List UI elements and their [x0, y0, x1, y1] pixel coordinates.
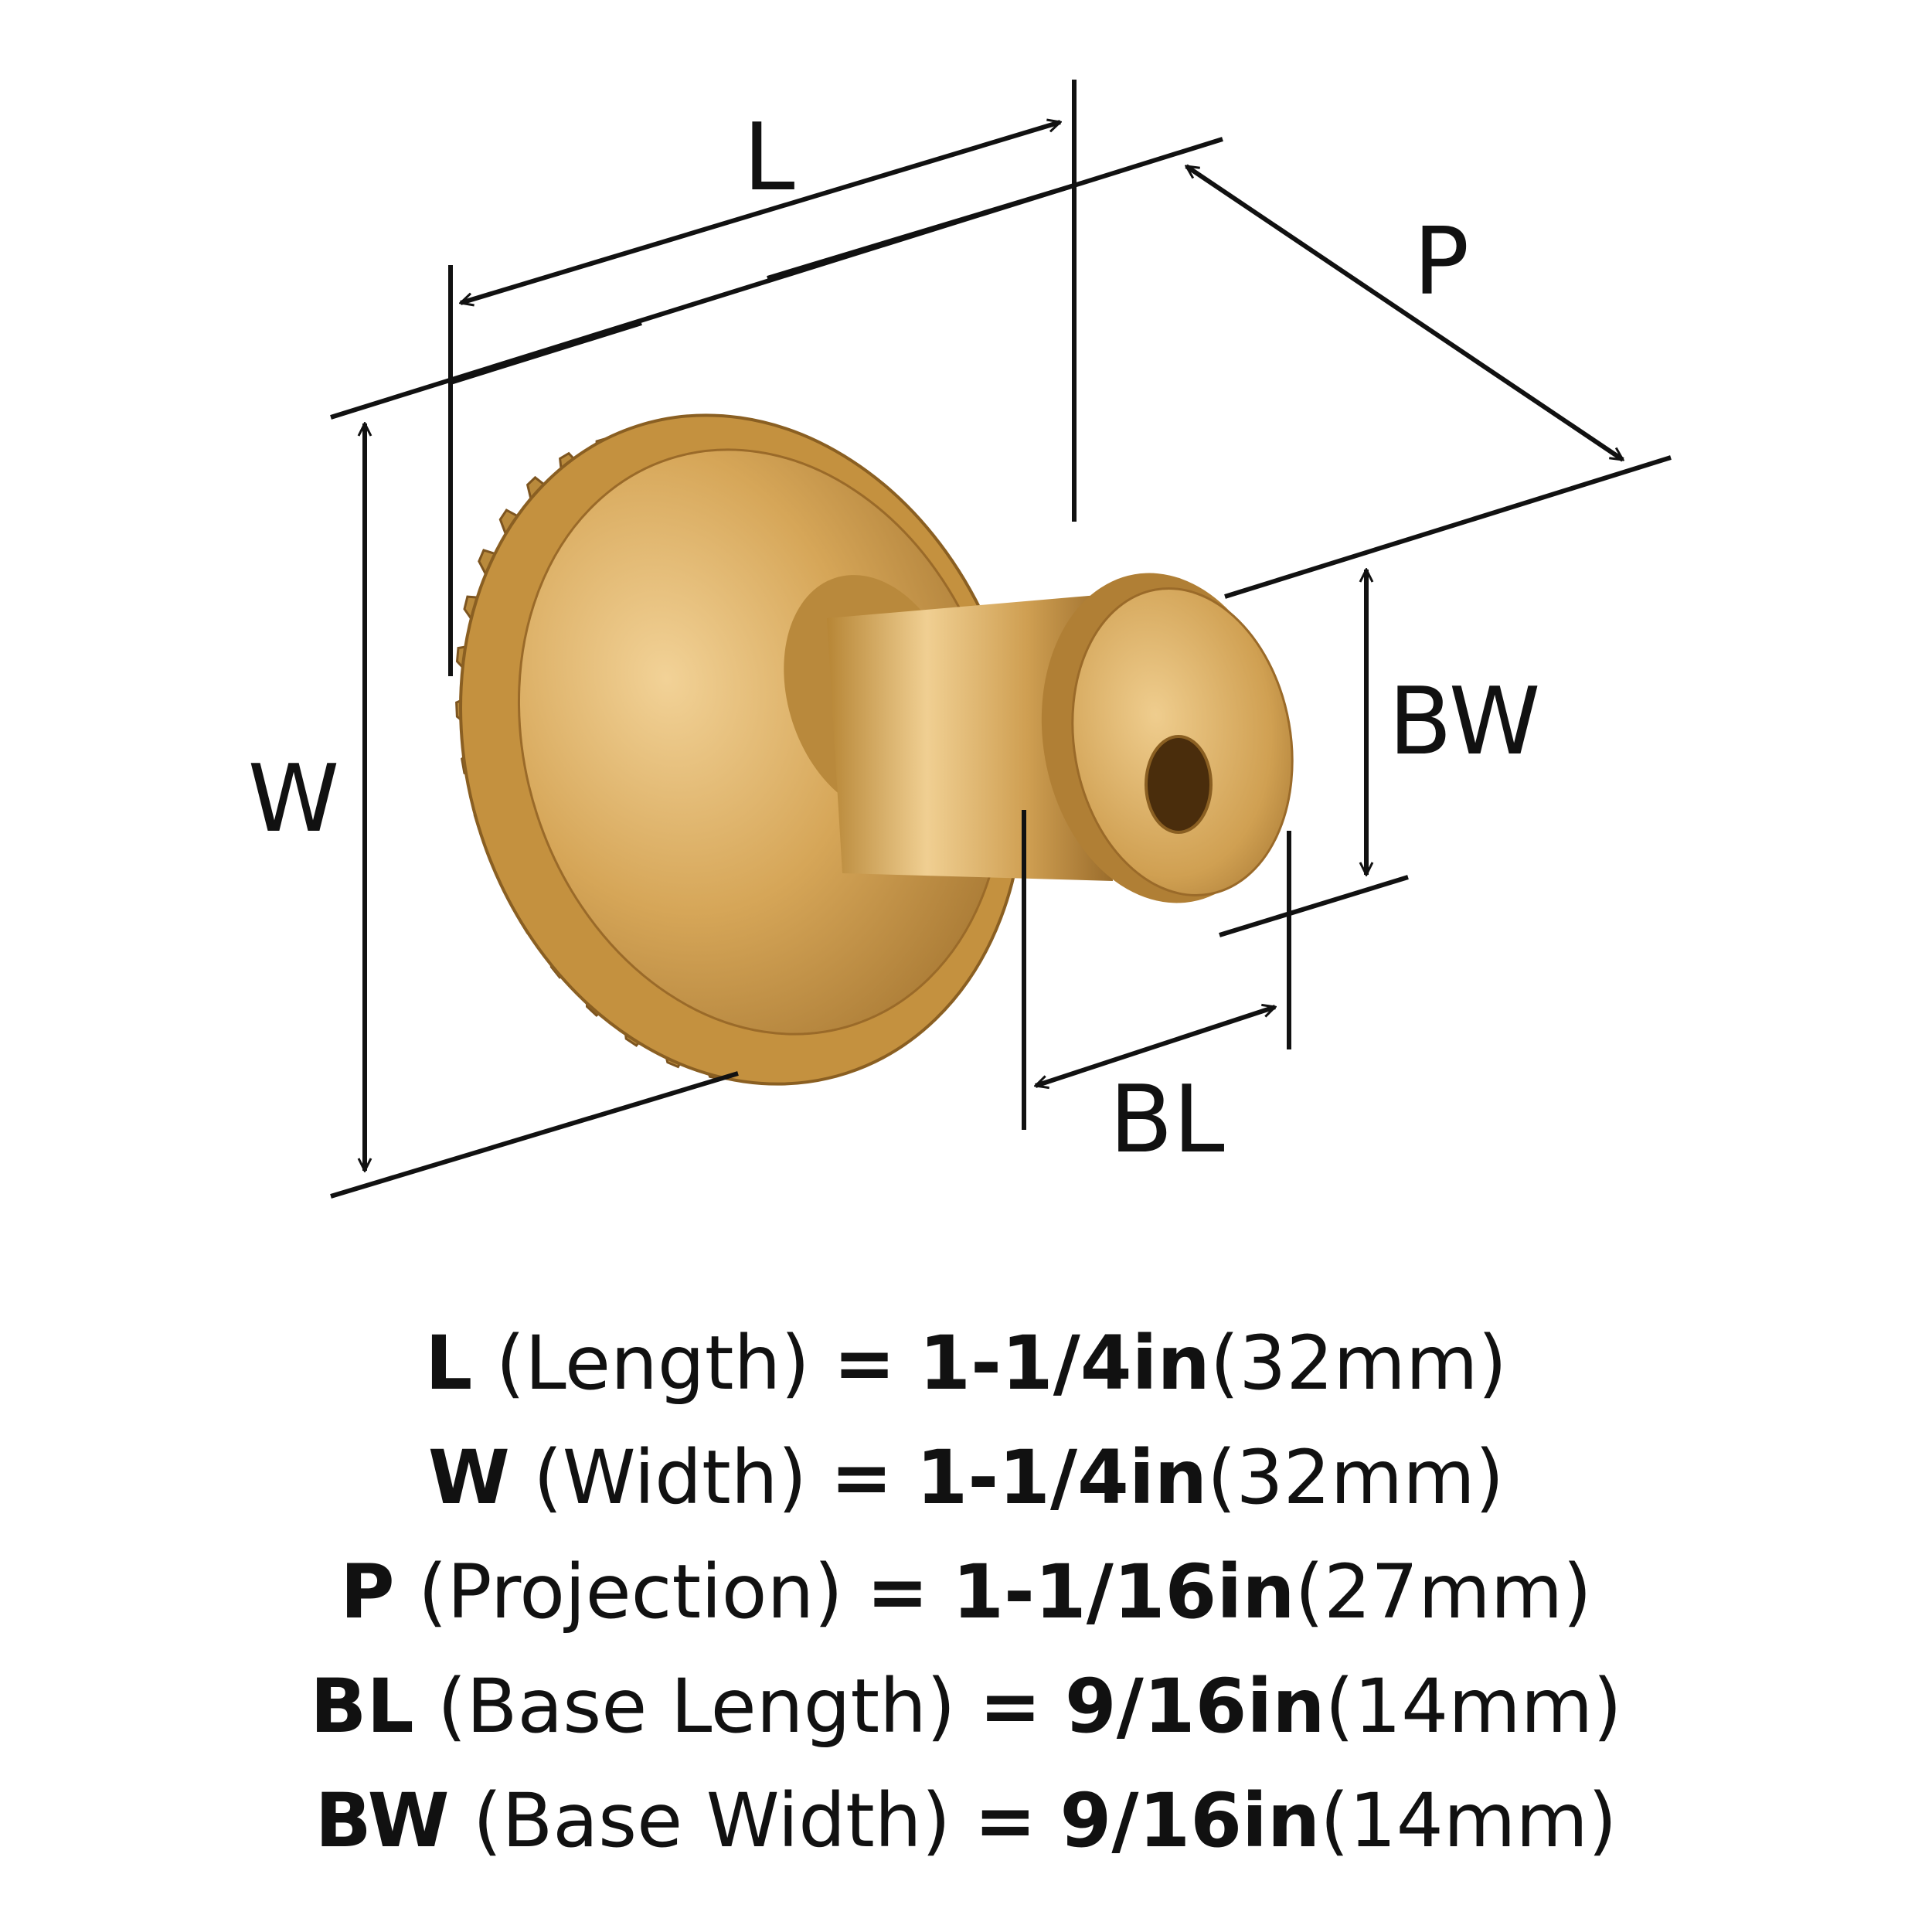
- w-extension-top: [330, 137, 1223, 420]
- spec-abbr: W: [427, 1434, 510, 1521]
- spec-name: (Projection): [418, 1549, 843, 1635]
- spec-name: (Length): [495, 1320, 810, 1406]
- knob-illustration: [455, 413, 1294, 1086]
- l-label: L: [743, 104, 795, 212]
- spec-metric-value: (32mm): [1209, 1320, 1507, 1406]
- spec-row-base-length: BL (Base Length) = 9/16in(14mm): [0, 1649, 1932, 1764]
- dimension-lines: [330, 80, 1672, 1199]
- spec-row-width: W (Width) = 1-1/4in(32mm): [0, 1420, 1932, 1535]
- spec-row-base-width: BW (Base Width) = 9/16in(14mm): [0, 1764, 1932, 1878]
- spec-imperial-value: 1-1/16in: [952, 1549, 1295, 1635]
- spec-imperial-value: 1-1/4in: [916, 1434, 1208, 1521]
- spec-metric-value: (27mm): [1294, 1549, 1592, 1635]
- bw-label: BW: [1389, 668, 1541, 776]
- spec-abbr: L: [425, 1320, 473, 1406]
- stem: [827, 595, 1113, 881]
- spec-name: (Width): [533, 1434, 808, 1521]
- bw-extension-bottom: [1219, 875, 1409, 937]
- spec-row-length: L (Length) = 1-1/4in(32mm): [0, 1306, 1932, 1420]
- l-dimension-arrow: [461, 122, 1060, 303]
- w-extension-bottom: [330, 1071, 739, 1199]
- spec-equals: =: [830, 1434, 893, 1521]
- spec-name: (Base Length): [437, 1663, 956, 1750]
- screw-hole: [1145, 735, 1213, 834]
- spec-abbr: BW: [315, 1777, 450, 1864]
- w-label: W: [248, 746, 340, 853]
- spec-metric-value: (14mm): [1320, 1777, 1617, 1864]
- spec-imperial-value: 1-1/4in: [919, 1320, 1210, 1406]
- dimension-diagram: L W P BW BL: [248, 80, 1672, 1199]
- p-extension: [1224, 455, 1672, 599]
- spec-abbr: BL: [310, 1663, 414, 1750]
- l-guide-left: [450, 321, 642, 385]
- spec-equals: =: [866, 1549, 929, 1635]
- spec-abbr: P: [340, 1549, 395, 1635]
- spec-metric-value: (32mm): [1207, 1434, 1505, 1521]
- spec-equals: =: [833, 1320, 896, 1406]
- spec-imperial-value: 9/16in: [1060, 1777, 1321, 1864]
- spec-row-projection: P (Projection) = 1-1/16in(27mm): [0, 1535, 1932, 1649]
- spec-metric-value: (14mm): [1325, 1663, 1622, 1750]
- bl-dimension-arrow: [1036, 1007, 1275, 1086]
- spec-imperial-value: 9/16in: [1064, 1663, 1325, 1750]
- bl-label: BL: [1109, 1066, 1224, 1174]
- spec-equals: =: [978, 1663, 1042, 1750]
- spec-name: (Base Width): [472, 1777, 951, 1864]
- p-label: P: [1413, 209, 1469, 316]
- spec-equals: =: [974, 1777, 1037, 1864]
- p-dimension-arrow: [1186, 164, 1623, 462]
- dimension-spec-list: L (Length) = 1-1/4in(32mm) W (Width) = 1…: [0, 1306, 1932, 1878]
